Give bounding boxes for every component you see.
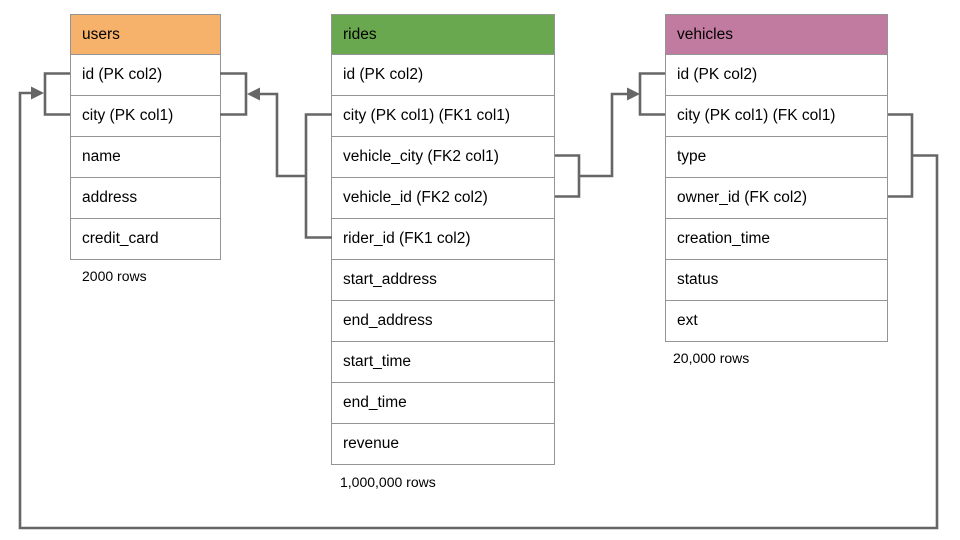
column-row: city (PK col1) (FK col1) [666,95,887,136]
column-row: start_address [332,259,554,300]
column-row: rider_id (FK1 col2) [332,218,554,259]
rides-to-users-wire [259,92,306,178]
column-row: id (PK col2) [332,54,554,95]
table-vehicles-header: vehicles [666,15,887,54]
table-rides: rides id (PK col2)city (PK col1) (FK1 co… [331,14,555,465]
rides-right-bracket [555,154,581,198]
rides-to-vehicles-wire [579,92,627,178]
column-row: status [666,259,887,300]
rides-to-vehicles-arrowhead [627,87,640,101]
users-left-bracket [43,72,70,116]
table-users-header: users [71,15,220,54]
column-row: id (PK col2) [666,54,887,95]
relationship-rides-to-users [220,72,332,239]
vehicles-right-bracket [888,113,914,198]
table-rides-columns: id (PK col2)city (PK col1) (FK1 col1)veh… [332,54,554,464]
column-row: name [71,136,220,177]
vehicles-to-users-arrowhead [31,86,44,100]
row-count-vehicles: 20,000 rows [673,350,750,366]
column-row: end_address [332,300,554,341]
column-row: address [71,177,220,218]
column-row: creation_time [666,218,887,259]
table-vehicles-columns: id (PK col2)city (PK col1) (FK col1)type… [666,54,887,341]
column-row: start_time [332,341,554,382]
users-right-bracket [220,72,248,116]
column-row: ext [666,300,887,341]
column-row: vehicle_city (FK2 col1) [332,136,554,177]
column-row: revenue [332,423,554,464]
table-rides-header: rides [332,15,554,54]
column-row: city (PK col1) (FK1 col1) [332,95,554,136]
row-count-users: 2000 rows [82,268,147,284]
column-row: type [666,136,887,177]
vehicles-left-bracket [638,72,665,116]
column-row: id (PK col2) [71,54,220,95]
rides-to-users-arrowhead [247,87,260,101]
table-vehicles: vehicles id (PK col2)city (PK col1) (FK … [665,14,888,342]
column-row: end_time [332,382,554,423]
column-row: credit_card [71,218,220,259]
column-row: city (PK col1) [71,95,220,136]
relationship-rides-to-vehicles [555,72,665,198]
rides-left-bracket [304,113,332,239]
column-row: vehicle_id (FK2 col2) [332,177,554,218]
column-row: owner_id (FK col2) [666,177,887,218]
row-count-rides: 1,000,000 rows [340,474,436,490]
